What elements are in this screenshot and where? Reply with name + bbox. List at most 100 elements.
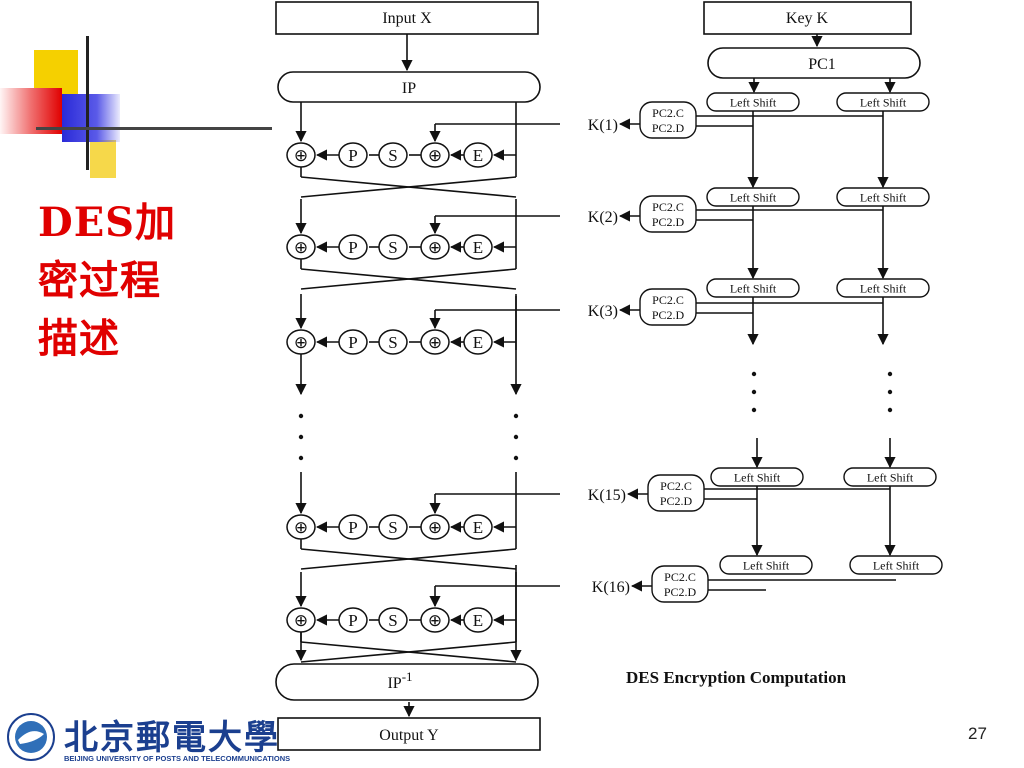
decor-horizontal-line [36,127,272,130]
xor-node [286,234,316,260]
s-box-node [378,329,408,355]
round-key-label: K(15) [588,487,626,504]
left-shift-d-box-label: Left Shift [860,96,907,110]
pc2d-label: PC2.D [664,585,697,599]
pc2d-label: PC2.D [652,121,685,135]
output-label: Output Y [379,727,439,744]
xor-key-node [420,607,450,633]
university-logo: 北京郵電大學 BEIJING UNIVERSITY OF POSTS AND T… [6,710,326,766]
left-shift-c-box [719,555,813,575]
pc2d-label: PC2.D [660,494,693,508]
xor-key-node [420,514,450,540]
s-box-node [378,142,408,168]
p-box-node-label: P [348,146,357,165]
left-shift-c-box [706,92,800,112]
xor-node [286,607,316,633]
left-shift-d-box [843,467,937,487]
output-box [277,717,541,751]
ip-label: IP [402,80,416,97]
pc2-box [647,474,705,512]
left-shift-d-box [836,278,930,298]
round-key-label: K(1) [588,117,618,134]
xor-key-node-label: ⊕ [428,146,442,165]
xor-key-node [420,142,450,168]
pc1-label: PC1 [808,56,836,73]
p-box-node [338,234,368,260]
cross-line [300,641,517,663]
slide-title: DES加 密过程 描述 [38,194,198,368]
left-shift-c-box-label: Left Shift [743,559,790,573]
ip-inverse-base: IP [387,675,401,692]
left-shift-d-box-label: Left Shift [873,559,920,573]
input-label: Input X [382,10,432,27]
xor-key-node-label: ⊕ [428,333,442,352]
xor-node-label: ⊕ [294,146,308,165]
left-shift-d-box [849,555,943,575]
xor-node-label: ⊕ [294,611,308,630]
slide-title-line: DES加 [38,199,177,246]
logo-english-name: BEIJING UNIVERSITY OF POSTS AND TELECOMM… [64,754,291,763]
pc2-box [639,101,697,139]
key-continuation-dots [751,371,757,377]
continuation-dots [513,413,519,419]
xor-node-label: ⊕ [294,238,308,257]
pc2c-label: PC2.C [652,200,684,214]
left-shift-c-box [706,278,800,298]
xor-key-node-label: ⊕ [428,518,442,537]
p-box-node-label: P [348,518,357,537]
continuation-dots [298,413,304,419]
slide-title-line: 密过程 [38,257,161,304]
e-box-node [463,607,493,633]
p-box-node-label: P [348,333,357,352]
p-box-node-label: P [348,238,357,257]
pc2-box [639,288,697,326]
left-shift-d-box-label: Left Shift [860,191,907,205]
e-box-node [463,234,493,260]
round-key-label: K(2) [588,209,618,226]
s-box-node-label: S [388,238,397,257]
ip-inverse-label: IP-1 [387,669,412,692]
decor-yellow-small-square [90,140,116,178]
left-shift-d-box [836,187,930,207]
left-shift-d-box-label: Left Shift [867,471,914,485]
p-box-node [338,514,368,540]
left-shift-c-box-label: Left Shift [730,96,777,110]
key-continuation-dots [887,389,893,395]
xor-node [286,329,316,355]
xor-node-label: ⊕ [294,333,308,352]
s-box-node-label: S [388,611,397,630]
cross-line [300,176,517,198]
page-number: 27 [968,724,987,743]
p-box-node-label: P [348,611,357,630]
xor-key-node [420,329,450,355]
decor-vertical-line [86,36,89,170]
s-box-node [378,607,408,633]
pc2d-label: PC2.D [652,308,685,322]
p-box-node [338,142,368,168]
s-box-node [378,234,408,260]
left-shift-c-box-label: Left Shift [730,282,777,296]
continuation-dots [298,434,304,440]
pc2c-label: PC2.C [664,570,696,584]
round-key-label: K(3) [588,303,618,320]
pc1-box [707,47,921,79]
e-box-node [463,329,493,355]
key-continuation-dots [887,371,893,377]
e-box-node-label: E [473,611,483,630]
pc2c-label: PC2.C [652,293,684,307]
p-box-node [338,607,368,633]
cross-line [300,548,517,570]
continuation-dots [513,455,519,461]
key-continuation-dots [751,407,757,413]
left-shift-c-box-label: Left Shift [734,471,781,485]
pc2c-label: PC2.C [652,106,684,120]
left-shift-c-box [710,467,804,487]
pc2-box [651,565,709,603]
e-box-node-label: E [473,518,483,537]
continuation-dots [513,434,519,440]
s-box-node-label: S [388,333,397,352]
key-continuation-dots [751,389,757,395]
ip-inverse-box [275,663,539,701]
s-box-node-label: S [388,146,397,165]
